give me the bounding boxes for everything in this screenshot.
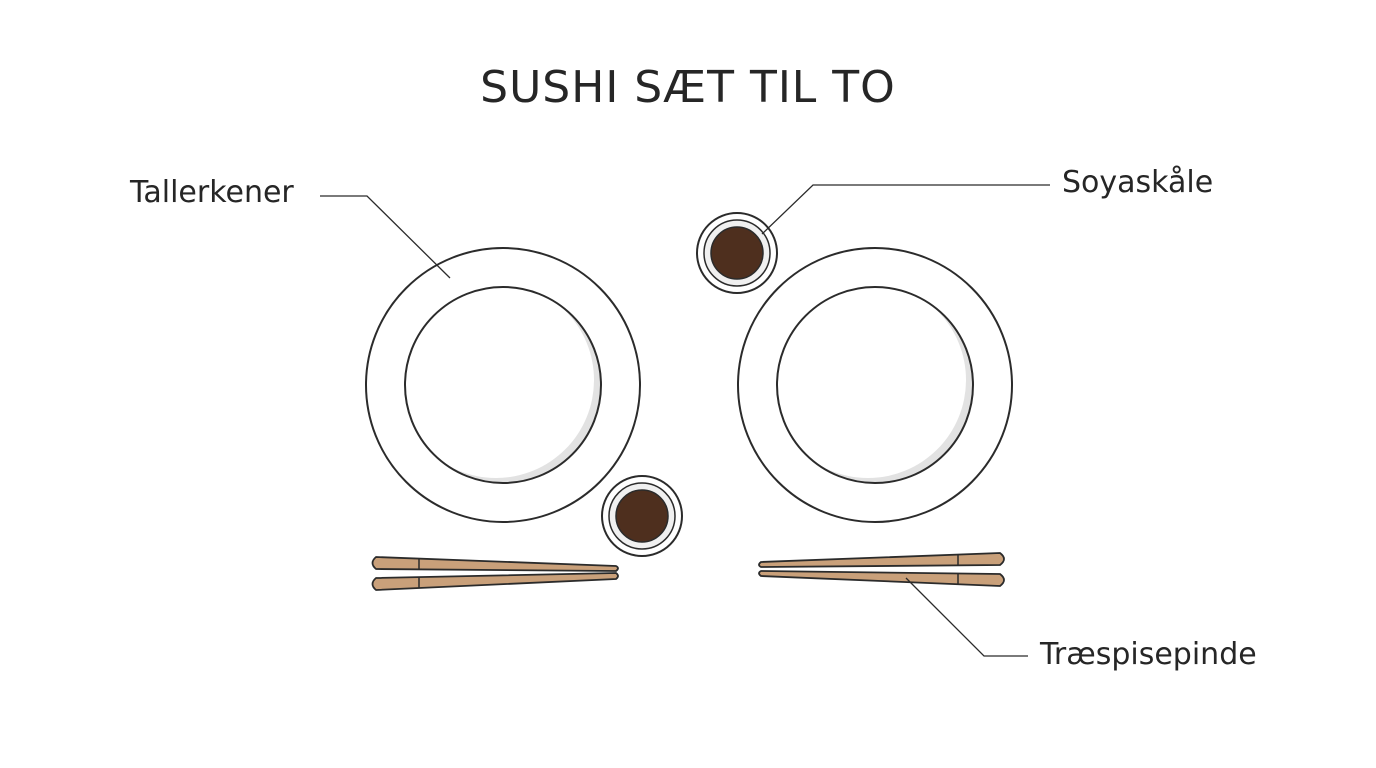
chopsticks-left xyxy=(371,556,619,591)
leader-line-soy-bowls xyxy=(761,184,1050,235)
plate-left xyxy=(365,247,641,523)
soy-bowl-top xyxy=(696,212,778,294)
chopstick-left-2 xyxy=(371,572,619,591)
chopsticks-right xyxy=(758,552,1005,587)
chopstick-right-2 xyxy=(758,570,1005,587)
plate-right xyxy=(737,247,1013,523)
soy-bowl-bottom xyxy=(601,475,683,557)
page-title: SUSHI SÆT TIL TO xyxy=(480,62,896,113)
chopstick-right-1 xyxy=(758,552,1005,568)
label-chopsticks: Træspisepinde xyxy=(1040,637,1257,672)
chopstick-left-1 xyxy=(371,556,619,572)
label-plates: Tallerkener xyxy=(130,175,294,210)
label-soy-bowls: Soyaskåle xyxy=(1062,165,1214,200)
leader-line-plates xyxy=(320,195,451,279)
leader-line-chopsticks xyxy=(905,577,1028,657)
